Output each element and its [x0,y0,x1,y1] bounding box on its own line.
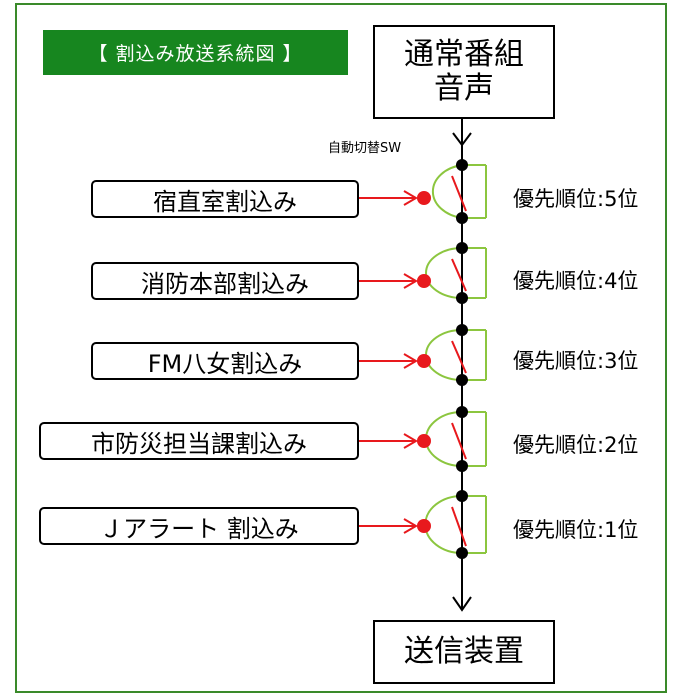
switch-arc [425,247,463,299]
arrow-right-icon [403,353,418,369]
switch-contact [451,258,467,292]
source-box-line1: 通常番組 [404,36,524,72]
transmitter-box: 送信装置 [373,620,555,684]
switch-arc [424,495,463,554]
terminal-dot [456,292,468,304]
interrupt-source-box: 消防本部割込み [91,262,359,300]
terminal-dot [456,547,468,559]
arrow-right-icon [403,518,418,534]
auto-switch [359,406,487,472]
diagram-title: 【 割込み放送系統図 】 [43,30,348,75]
auto-switch [359,242,487,304]
arrow-right-icon [403,433,418,449]
arrow-down-icon [452,596,472,612]
priority-label: 優先順位:1位 [513,518,639,542]
terminal-dot [456,324,468,336]
interrupt-source-label: 消防本部割込み [141,269,309,298]
interrupt-source-box: Ｊアラート 割込み [39,507,359,545]
input-dot [417,191,431,205]
auto-switch [359,490,487,559]
input-dot [417,519,431,533]
auto-switch [359,324,487,386]
interrupt-source-box: 市防災担当課割込み [39,422,359,460]
terminal-dot [456,406,468,418]
switch-arc [425,329,463,381]
terminal-dot [456,374,468,386]
input-dot [417,354,431,368]
source-box-line2: 音声 [434,71,494,106]
switch-contact [451,175,467,212]
terminal-dot [456,212,468,224]
interrupt-source-label: FM八女割込み [147,349,303,378]
interrupt-source-label: 市防災担当課割込み [91,429,307,458]
terminal-dot [456,490,468,502]
arrow-down-icon [452,132,472,147]
priority-label: 優先順位:4位 [513,269,639,293]
interrupt-source-label: Ｊアラート 割込み [99,514,299,543]
arrow-right-icon [403,273,418,289]
priority-label: 優先順位:3位 [513,349,639,373]
interrupt-source-box: 宿直室割込み [91,180,359,218]
switch-contact [451,422,467,460]
switch-arc [431,164,463,219]
terminal-dot [456,460,468,472]
arrow-right-icon [403,190,418,206]
normal-program-audio-box: 通常番組 音声 [373,25,555,119]
switch-contact [451,506,467,547]
switch-arc [425,411,463,467]
input-dot [417,434,431,448]
terminal-dot [456,242,468,254]
priority-label: 優先順位:2位 [513,433,639,457]
auto-switch [359,159,487,224]
interrupt-source-box: FM八女割込み [91,342,359,380]
priority-label: 優先順位:5位 [513,187,639,211]
auto-switch-label: 自動切替SW [328,141,402,156]
interrupt-source-label: 宿直室割込み [153,187,297,216]
terminal-dot [456,159,468,171]
input-dot [417,274,431,288]
switch-contact [451,340,467,374]
